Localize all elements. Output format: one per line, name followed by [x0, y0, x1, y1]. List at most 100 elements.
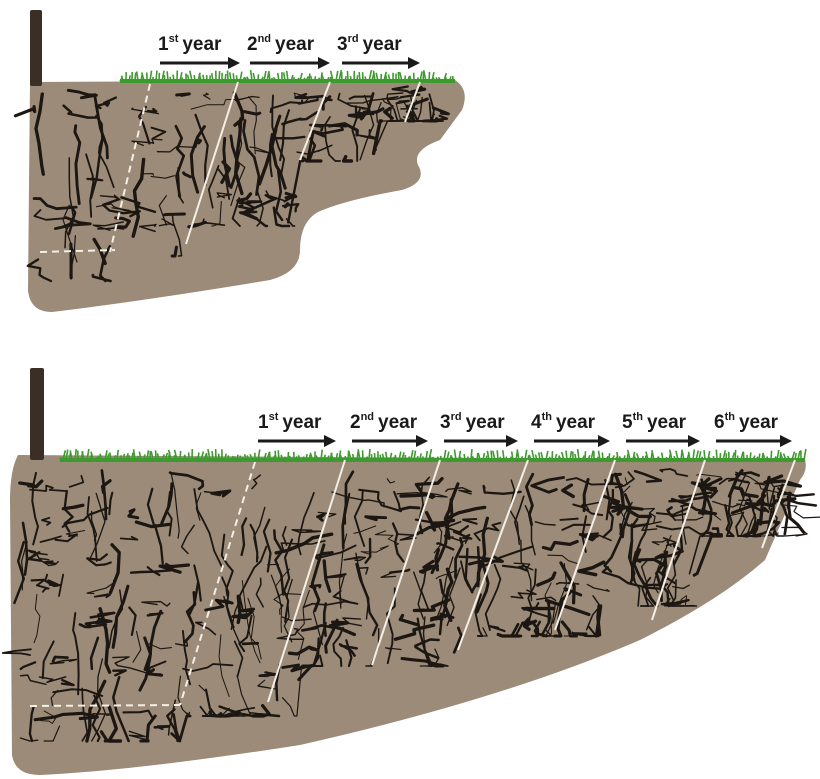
grass-blade: [365, 76, 366, 81]
grass-blade: [311, 454, 312, 460]
grass-blade: [624, 455, 625, 460]
year-label-3: 3rdyear: [337, 33, 420, 69]
grass-blade: [780, 452, 781, 460]
grass-blade: [429, 72, 430, 81]
grass-blade: [144, 454, 145, 460]
grass-blade: [371, 454, 372, 460]
grass-blade: [219, 71, 220, 81]
arrow-icon: [352, 435, 428, 447]
grass-blade: [357, 75, 358, 81]
grass-blade: [359, 72, 360, 81]
grass-blade: [767, 456, 768, 460]
arrow-icon: [160, 57, 240, 69]
year-label-2: 2ndyear: [247, 33, 330, 69]
grass-blade: [497, 450, 498, 460]
grass-blade: [506, 457, 507, 460]
grass-blade: [735, 450, 736, 460]
grass-blade: [227, 70, 228, 81]
grass-strip-top: [120, 70, 455, 83]
arrow-icon: [258, 435, 336, 447]
grass-blade: [408, 76, 409, 81]
root-strand: [243, 643, 258, 644]
grass-blade: [281, 455, 282, 460]
arrow-icon: [342, 57, 420, 69]
grass-blade: [528, 455, 529, 460]
grass-blade: [750, 452, 751, 460]
grass-blade: [575, 454, 576, 460]
svg-text:2ndyear: 2ndyear: [247, 33, 315, 55]
root-strand: [240, 202, 261, 203]
grass-blade: [645, 456, 646, 460]
fence-post-top: [30, 10, 42, 86]
year-label-1: 1styear: [158, 33, 240, 69]
year-label-2: 2ndyear: [350, 411, 428, 447]
svg-text:2ndyear: 2ndyear: [350, 411, 418, 433]
grass-blade: [309, 73, 310, 81]
diagram-six-years: 1styear 2ndyear 3rdyear 4thyear 5thyear …: [3, 368, 820, 775]
grass-blade: [617, 452, 618, 460]
grass-blade: [771, 451, 772, 460]
grass-blade: [167, 71, 168, 81]
grass-blade: [420, 453, 421, 460]
grass-blade: [374, 453, 375, 460]
arrow-icon: [444, 435, 518, 447]
grass-blade: [347, 71, 348, 81]
grass-blade: [225, 454, 226, 460]
grass-blade: [164, 75, 165, 81]
grass-blade: [180, 451, 181, 460]
year-label-5: 5thyear: [622, 411, 700, 447]
grass-blade: [303, 457, 304, 460]
arrow-icon: [250, 57, 330, 69]
grass-blade: [170, 77, 171, 81]
grass-blade: [369, 449, 370, 460]
grass-blade: [198, 452, 199, 460]
grass-blade: [666, 457, 667, 460]
year-label-1: 1styear: [258, 411, 336, 447]
grass-blade: [278, 450, 279, 460]
grass-blade: [720, 453, 721, 460]
grass-blade: [464, 454, 465, 460]
grass-blade: [500, 457, 501, 460]
grass-blade: [417, 456, 418, 460]
grass-blade: [759, 454, 760, 460]
grass-blade: [716, 450, 717, 460]
grass-blade: [242, 457, 243, 460]
grass-blade: [203, 75, 204, 81]
svg-text:1styear: 1styear: [158, 33, 222, 55]
grass-blade: [477, 453, 478, 460]
fence-post-bottom: [30, 368, 44, 460]
grass-blade: [674, 456, 675, 460]
grass-blade: [395, 455, 396, 460]
year-label-4: 4thyear: [531, 411, 610, 447]
arrow-icon: [626, 435, 700, 447]
grass-blade: [182, 78, 183, 81]
grass-blade: [566, 451, 567, 460]
grass-blade: [471, 449, 472, 460]
grass-blade: [345, 76, 346, 81]
grass-blade: [491, 450, 492, 460]
grass-blade: [398, 72, 399, 81]
grass-blade: [156, 71, 157, 81]
arrow-icon: [534, 435, 610, 447]
root-strand: [164, 214, 184, 215]
grass-blade: [236, 75, 237, 81]
root-strand: [560, 519, 577, 520]
grass-blade: [174, 455, 175, 460]
grass-blade: [212, 451, 213, 460]
grass-blade: [330, 77, 331, 81]
grass-blade: [60, 457, 61, 460]
root-strand: [177, 94, 190, 96]
grass-blade: [486, 456, 487, 460]
grass-blade: [225, 74, 226, 81]
grass-blade: [306, 454, 307, 460]
grass-blade: [135, 73, 136, 81]
diagram-three-years: 1styear 2ndyear 3rdyear: [15, 10, 464, 312]
grass-blade: [713, 456, 714, 460]
grass-blade: [275, 451, 276, 460]
grass-blade: [743, 452, 744, 460]
